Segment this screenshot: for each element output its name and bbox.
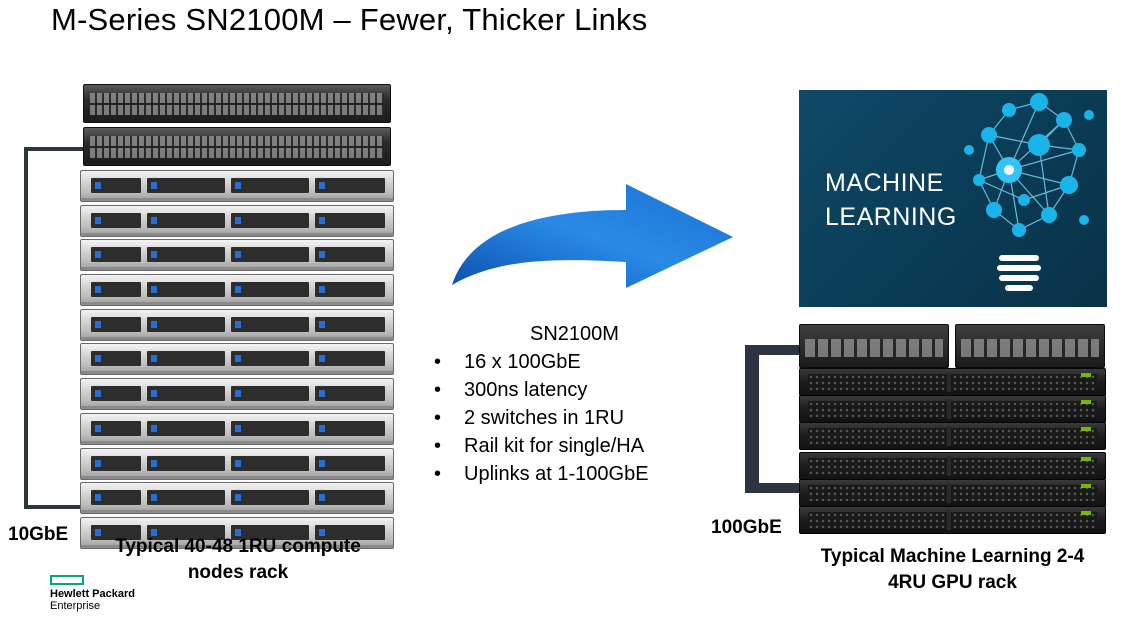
ml-text-line: MACHINE [825,169,944,197]
gpu-server [799,452,1106,480]
machine-learning-image: MACHINE LEARNING [799,90,1107,307]
cable-bracket-left [24,147,84,509]
spec-heading: SN2100M [530,323,619,345]
spec-bullet: 300ns latency [432,376,649,404]
caption-line: Typical 40-48 1RU compute [115,536,361,557]
spec-bullet: 2 switches in 1RU [432,404,649,432]
rack-server [80,412,394,445]
rack-server [80,170,394,202]
speed-label-100gbe: 100GbE [711,517,782,538]
rack-server [80,447,394,480]
gpu-server [799,395,1106,423]
compute-rack-caption: Typical 40-48 1RU compute nodes rack [84,534,392,586]
logo-name: Hewlett Packard [50,588,135,600]
logo-subtitle: Enterprise [50,600,101,612]
lightbulb-network-icon [964,93,1094,291]
gpu-server [799,422,1106,450]
sn2100m-switch [799,324,949,368]
compute-rack [80,84,394,552]
rack-server [80,308,394,341]
speed-label-10gbe: 10GbE [8,524,69,545]
hpe-logo-mark [50,575,84,585]
rack-server [80,482,394,515]
slide-title: M-Series SN2100M – Fewer, Thicker Links [51,2,648,37]
rack-switch [83,84,391,123]
gpu-server [799,479,1106,507]
rack-server [80,378,394,411]
spec-bullet: Rail kit for single/HA [432,432,649,460]
gpu-server [799,368,1106,396]
sn2100m-switch [955,324,1105,368]
cable-bracket-right [745,345,801,493]
spec-list: SN2100M 16 x 100GbE 300ns latency 2 swit… [432,320,649,488]
rack-server [80,204,394,237]
spec-bullet: Uplinks at 1-100GbE [432,460,649,488]
caption-line: Typical Machine Learning 2-4 [820,546,1085,567]
caption-line: 4RU GPU rack [888,572,1017,593]
rack-switch [83,127,391,166]
gpu-server [799,506,1106,534]
right-arrow-icon [452,184,733,288]
rack-server [80,343,394,376]
hpe-logo: Hewlett Packard Enterprise [50,575,135,612]
ml-image-text: MACHINE LEARNING [825,166,957,234]
ml-text-line: LEARNING [825,203,957,231]
rack-server [80,516,394,549]
caption-line: nodes rack [187,562,289,583]
spec-bullet: 16 x 100GbE [432,348,649,376]
rack-server [80,274,394,307]
gpu-rack-caption: Typical Machine Learning 2-4 4RU GPU rac… [790,544,1115,596]
rack-server [80,239,394,272]
